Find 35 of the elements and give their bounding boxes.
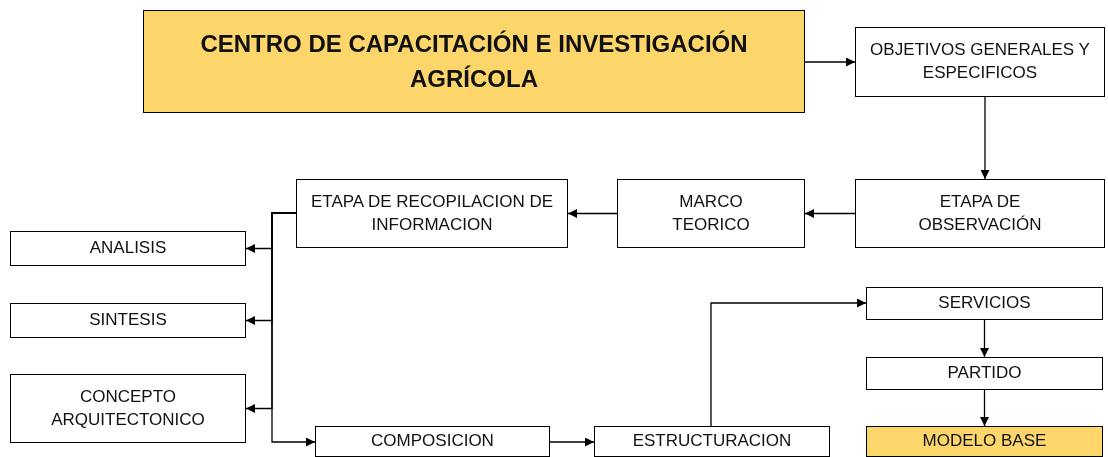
arrow xyxy=(980,319,989,358)
box-label: MARCO TEORICO xyxy=(671,190,751,236)
arrow xyxy=(804,209,856,218)
process-box xyxy=(296,179,568,248)
box-label: CONCEPTO ARQUITECTONICO xyxy=(50,385,206,431)
process-box xyxy=(10,374,246,443)
arrow xyxy=(271,212,316,447)
arrow xyxy=(804,57,856,67)
arrow xyxy=(549,437,595,447)
box-label: OBJETIVOS GENERALES Y ESPECIFICOS xyxy=(870,39,1090,84)
process-box xyxy=(617,179,805,248)
process-box xyxy=(10,303,246,338)
process-box xyxy=(866,426,1103,457)
process-box xyxy=(866,287,1103,320)
box-label: ETAPA DE RECOPILACION DE INFORMACION xyxy=(309,190,555,236)
box-label: ESTRUCTURACION xyxy=(632,430,792,453)
process-box xyxy=(315,426,550,457)
box-label: ETAPA DE OBSERVACIÓN xyxy=(917,190,1043,236)
arrow xyxy=(567,209,618,218)
box-label: CENTRO DE CAPACITACIÓN E INVESTIGACIÓN AGRÍCOLA xyxy=(199,28,749,94)
box-label: PARTIDO xyxy=(947,362,1022,385)
arrow xyxy=(980,389,989,427)
title-box xyxy=(143,10,805,113)
box-label: COMPOSICION xyxy=(371,430,494,453)
box-label: MODELO BASE xyxy=(922,430,1047,453)
arrow xyxy=(980,96,990,180)
box-label: SINTESIS xyxy=(89,309,167,332)
process-box xyxy=(866,357,1103,390)
process-box xyxy=(855,179,1105,248)
process-box xyxy=(855,27,1105,97)
box-label: ANALISIS xyxy=(89,237,167,260)
process-box xyxy=(10,231,246,266)
process-box xyxy=(594,426,830,457)
arrow xyxy=(710,298,867,427)
box-label: SERVICIOS xyxy=(938,292,1031,315)
